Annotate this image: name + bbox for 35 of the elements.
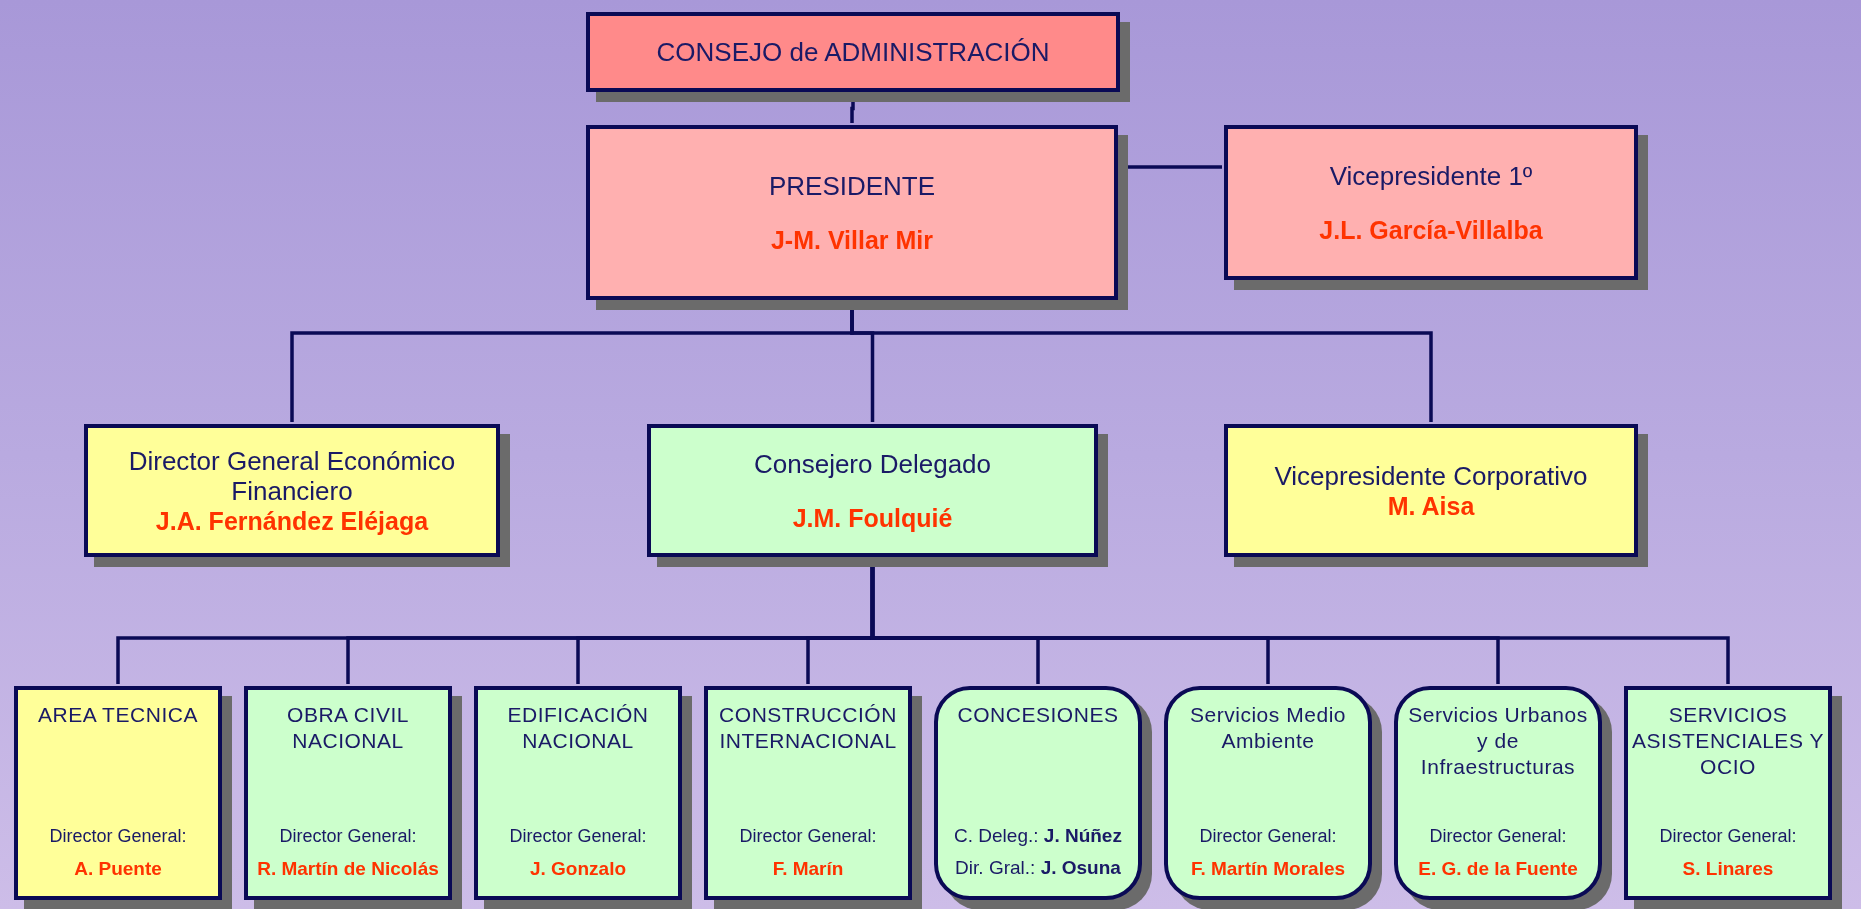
person-name: J.M. Foulquié [792,502,953,533]
role-label: Director General: [1199,825,1337,848]
role-label: Director General: [1659,825,1797,848]
person-name: E. G. de la Fuente [1418,857,1578,881]
role-line: C. Deleg.: J. Núñez [954,824,1122,848]
person-name: R. Martín de Nicolás [257,857,439,881]
unit-title: Vicepresidente Corporativo [1274,460,1588,491]
unit-title: Director General Económico Financiero [127,445,457,506]
person-name: F. Martín Morales [1190,857,1346,881]
unit-title: Consejero Delegado [753,448,991,479]
role-label: Director General: [1429,825,1567,848]
person-name: J.L. García-Villalba [1319,214,1543,245]
person-name: A. Puente [74,857,162,881]
person-name: S. Linares [1682,857,1774,881]
unit-title: SERVICIOS ASISTENCIALES Y OCIO [1632,702,1824,780]
unit-title: AREA TECNICA [38,702,198,728]
role-label: Director General: [509,825,647,848]
unit-title: CONCESIONES [957,702,1119,728]
unit-title: OBRA CIVIL NACIONAL [286,702,410,754]
role-label: Director General: [49,825,187,848]
role-line: Dir. Gral.: J. Osuna [955,856,1121,880]
role-label: Director General: [739,825,877,848]
person-name: J-M. Villar Mir [770,224,934,255]
unit-title: Servicios Urbanos y de Infraestructuras [1407,702,1589,780]
unit-title: Servicios Medio Ambiente [1188,702,1348,754]
unit-title: CONSEJO de ADMINISTRACIÓN [656,37,1050,67]
unit-title: CONSTRUCCIÓN INTERNACIONAL [718,702,898,754]
person-name: F. Marín [772,857,844,881]
unit-title: Vicepresidente 1º [1329,160,1533,191]
person-name: J.A. Fernández Eléjaga [155,505,429,536]
person-name: M. Aisa [1387,490,1475,521]
role-label: Director General: [279,825,417,848]
person-name: J. Gonzalo [529,857,627,881]
unit-title: EDIFICACIÓN NACIONAL [506,702,650,754]
unit-title: PRESIDENTE [768,170,936,201]
